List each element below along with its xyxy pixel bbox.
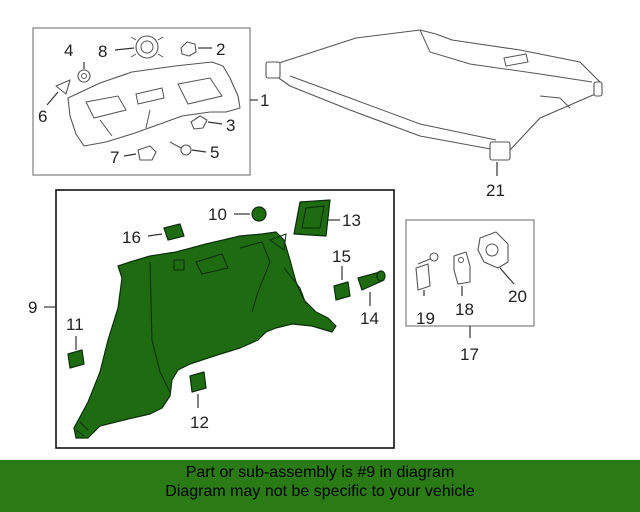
callout-7: 7: [110, 148, 119, 167]
callout-21: 21: [486, 181, 505, 200]
callout-4: 4: [64, 41, 73, 60]
callout-13: 13: [342, 211, 361, 230]
callout-17: 17: [460, 345, 479, 364]
group-quarter-trim-frame: [55, 189, 395, 449]
screw-part: [180, 144, 192, 156]
group-upper-trim-frame: [32, 27, 251, 176]
trim-clip-part: [163, 223, 185, 241]
callout-6: 6: [38, 107, 47, 126]
hook-bracket-part: [453, 251, 471, 285]
block-part: [333, 281, 351, 301]
cover-plate-part: [293, 199, 331, 237]
nut-clip-part: [180, 41, 197, 57]
grommet-part: [77, 69, 91, 83]
bracket-part: [137, 145, 157, 161]
callout-10: 10: [208, 205, 227, 224]
spacer-part: [189, 371, 207, 393]
callout-8: 8: [98, 42, 107, 61]
quarter-trim-panel: [73, 231, 337, 439]
tab-part: [415, 263, 431, 291]
speaker-part: [135, 35, 159, 59]
callout-16: 16: [122, 228, 141, 247]
callout-12: 12: [190, 413, 209, 432]
cup-holder-part: [477, 231, 509, 269]
lower-clip-part: [67, 349, 85, 369]
roller-end-left: [265, 61, 281, 79]
roller-end-right: [489, 141, 511, 161]
callout-14: 14: [360, 309, 379, 328]
cargo-cover: 21: [265, 29, 603, 200]
callout-9: 9: [28, 298, 37, 317]
callout-19: 19: [416, 309, 435, 328]
retainer-part: [190, 115, 208, 130]
info-banner: Part or sub-assembly is #9 in diagram Di…: [0, 460, 640, 512]
cargo-cover-panel: [275, 29, 601, 151]
callout-5: 5: [210, 143, 219, 162]
banner-line-1: Part or sub-assembly is #9 in diagram: [185, 464, 455, 481]
group-upper-trim: 4 6 8 2 3 5 7 1: [32, 27, 269, 176]
callout-20: 20: [508, 287, 527, 306]
cone-clip-part: [55, 79, 71, 95]
callout-18: 18: [455, 300, 474, 319]
banner-line-2: Diagram may not be specific to your vehi…: [165, 483, 475, 500]
push-pin-part: [251, 206, 267, 222]
callout-2: 2: [216, 40, 225, 59]
group-quarter-trim: 9 10 16 13 15 14 11: [28, 189, 395, 449]
callout-3: 3: [226, 116, 235, 135]
upper-trim-panel: [67, 61, 241, 147]
callout-1: 1: [260, 91, 269, 110]
group-hardware: 19 18 20 17: [405, 219, 535, 364]
callout-15: 15: [332, 247, 351, 266]
callout-11: 11: [66, 315, 84, 334]
